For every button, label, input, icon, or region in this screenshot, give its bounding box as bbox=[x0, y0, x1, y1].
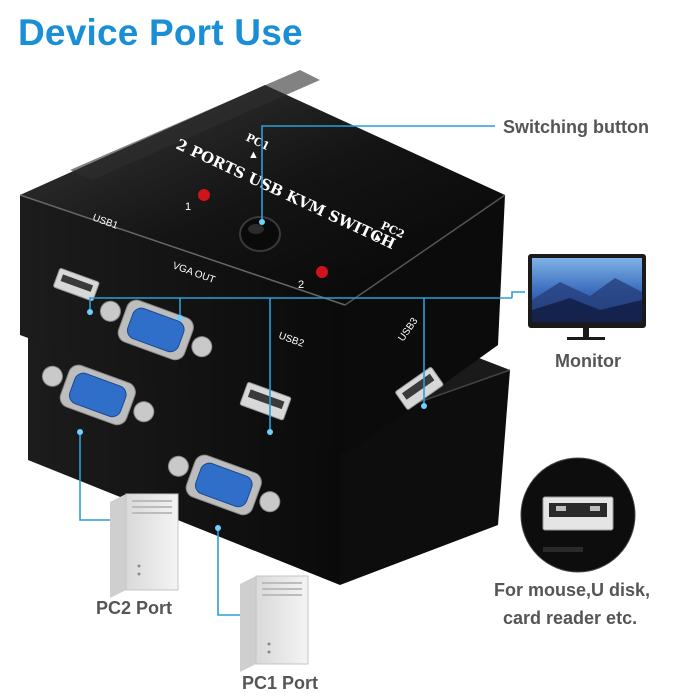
leader-lines bbox=[79, 125, 525, 616]
monitor-callout: Monitor bbox=[555, 351, 621, 371]
switching-button-callout: Switching button bbox=[503, 117, 649, 137]
leader-dots bbox=[77, 219, 427, 531]
pc1-arrow-icon: ▲ bbox=[248, 149, 259, 161]
led1-label: 1 bbox=[185, 201, 191, 213]
pc1-tower-icon bbox=[240, 575, 309, 672]
switching-button[interactable] bbox=[239, 216, 281, 252]
pc2-vga-port[interactable] bbox=[35, 354, 161, 436]
monitor-icon bbox=[528, 254, 646, 340]
led-pc1 bbox=[198, 189, 210, 201]
usb1-port[interactable] bbox=[53, 268, 100, 302]
led2-label: 2 bbox=[298, 279, 304, 291]
pc1-port-callout: PC1 Port bbox=[242, 673, 319, 693]
led-pc2 bbox=[316, 266, 328, 278]
page-title: Device Port Use bbox=[18, 12, 303, 53]
pc2-port-callout: PC2 Port bbox=[96, 598, 173, 618]
pc1-vga-port[interactable] bbox=[161, 444, 287, 526]
usb-use-callout-line1: For mouse,U disk, bbox=[494, 580, 651, 600]
pc2-arrow-icon: ▲ bbox=[372, 231, 383, 243]
usb-use-callout-line2: card reader etc. bbox=[503, 608, 638, 628]
usb3-port[interactable] bbox=[395, 367, 444, 410]
pc2-tower-icon bbox=[110, 493, 179, 598]
usb-port-closeup bbox=[520, 457, 636, 573]
vga-out-port[interactable] bbox=[93, 289, 219, 371]
